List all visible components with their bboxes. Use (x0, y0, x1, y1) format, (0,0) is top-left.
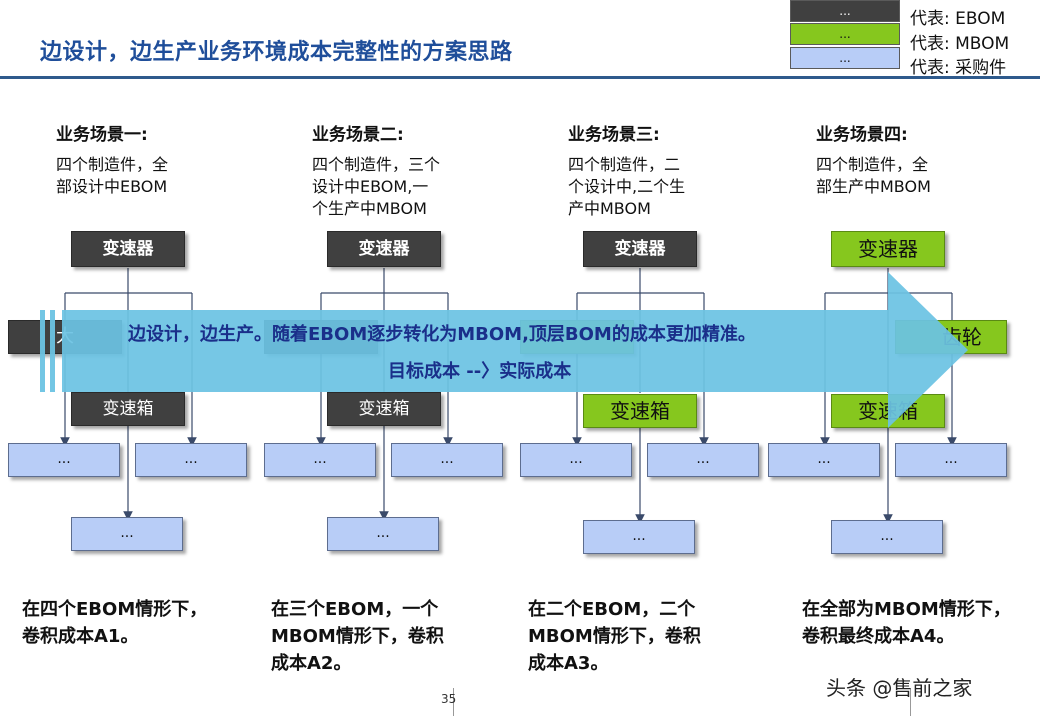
title-divider (0, 76, 1040, 79)
footer-divider (910, 688, 911, 716)
scene-4-desc: 四个制造件，全部生产中MBOM (816, 155, 931, 196)
scene-1-purchased-part: ... (135, 443, 247, 477)
scene-2-desc: 四个制造件，三个设计中EBOM,一个生产中MBOM (312, 155, 441, 218)
scene-3-transmission-ebom: 变速器 (583, 231, 697, 267)
watermark: 头条 @售前之家 (826, 676, 973, 700)
legend-mbom-label: 代表: MBOM (910, 34, 1010, 54)
scene-4-gearbox-mbom: 变速箱 (831, 394, 945, 428)
arrow-cost-flow: 目标成本 --〉实际成本 (388, 361, 572, 382)
scene-4-purchased-part: ... (768, 443, 880, 477)
arrow-message: 边设计，边生产。随着EBOM逐步转化为MBOM,顶层BOM的成本更加精准。 (128, 324, 756, 345)
page-number: 35 (441, 692, 457, 706)
scene-4-conclusion: 在全部为MBOM情形下，卷积最终成本A4。 (802, 599, 1011, 647)
scene-1-purchased-part: ... (71, 517, 183, 551)
scene-3-gearbox-mbom: 变速箱 (583, 394, 697, 428)
scene-3-purchased-part: ... (647, 443, 759, 477)
scene-1-conclusion: 在四个EBOM情形下，卷积成本A1。 (22, 599, 208, 647)
legend-purchased-swatch: ... (790, 47, 900, 69)
scene-2-purchased-part: ... (391, 443, 503, 477)
legend-ebom-swatch: ... (790, 0, 900, 22)
page-title: 边设计，边生产业务环境成本完整性的方案思路 (40, 40, 513, 65)
scene-3-desc: 四个制造件，二个设计中,二个生产中MBOM (568, 155, 686, 218)
scene-1-desc: 四个制造件，全部设计中EBOM (56, 155, 169, 196)
scene-4-purchased-part: ... (831, 520, 943, 554)
scene-3-purchased-part: ... (583, 520, 695, 554)
scene-2-gearbox-ebom: 变速箱 (327, 392, 441, 426)
legend-mbom-swatch: ... (790, 23, 900, 45)
scene-2-purchased-part: ... (264, 443, 376, 477)
scene-3-title: 业务场景三: (568, 125, 660, 145)
scene-4-transmission-mbom: 变速器 (831, 231, 945, 267)
scene-2-purchased-part: ... (327, 517, 439, 551)
scene-4-title: 业务场景四: (816, 125, 908, 145)
footer-divider (453, 688, 454, 716)
scene-2-transmission-ebom: 变速器 (327, 231, 441, 267)
legend-ebom-label: 代表: EBOM (910, 9, 1006, 29)
legend-purchased-label: 代表: 采购件 (910, 58, 1007, 78)
scene-1-purchased-part: ... (8, 443, 120, 477)
scene-2-title: 业务场景二: (312, 125, 404, 145)
scene-4-purchased-part: ... (895, 443, 1007, 477)
scene-3-purchased-part: ... (520, 443, 632, 477)
scene-1-title: 业务场景一: (56, 125, 148, 145)
scene-4-gear-mbom: 齿轮 (895, 320, 1007, 354)
scene-1-gear-ebom: 大 (8, 320, 122, 354)
scene-1-gearbox-ebom: 变速箱 (71, 392, 185, 426)
scene-1-transmission-ebom: 变速器 (71, 231, 185, 267)
